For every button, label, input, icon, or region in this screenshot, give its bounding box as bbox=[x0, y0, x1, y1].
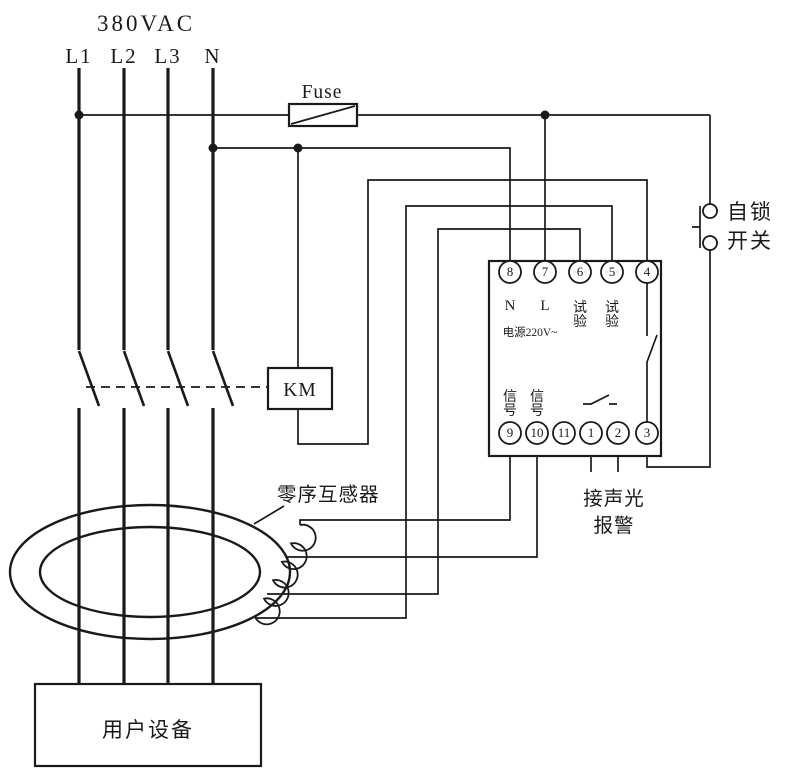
terminal-5-circle bbox=[600, 260, 624, 284]
relay-power-spec-label: 电源220V~ bbox=[503, 325, 558, 339]
terminal-7-label-l: L bbox=[540, 298, 549, 314]
terminal-5-label-test: 试验 bbox=[605, 300, 619, 330]
terminal5-test-wire bbox=[255, 205, 613, 619]
phase-label-n: N bbox=[204, 44, 221, 68]
terminal-2-number: 2 bbox=[615, 425, 622, 440]
terminal-3: 3 bbox=[635, 421, 659, 445]
alarm-label-line1: 接声光 bbox=[583, 488, 645, 510]
terminal-1-number: 1 bbox=[588, 425, 595, 440]
terminal10-signal-wire bbox=[287, 444, 538, 558]
latch-switch-actuator bbox=[692, 206, 701, 248]
terminal-10-circle bbox=[525, 421, 549, 445]
terminal-7-number: 7 bbox=[542, 264, 549, 279]
relay-box bbox=[487, 259, 663, 458]
terminal-9-circle bbox=[498, 421, 522, 445]
ct-outer-ring bbox=[8, 503, 292, 641]
terminal-2-circle bbox=[606, 421, 630, 445]
phase-label-l2: L2 bbox=[110, 44, 137, 68]
relay-signal-contact bbox=[583, 394, 617, 405]
terminal-2: 2 bbox=[606, 421, 630, 445]
terminal-1-circle bbox=[579, 421, 603, 445]
terminal-6: 6 bbox=[568, 260, 592, 284]
latch-switch-label-line1: 自锁 bbox=[727, 200, 773, 224]
junction-dot-km-branch bbox=[293, 143, 303, 153]
terminal6-test-wire bbox=[267, 228, 581, 595]
junction-dot-neutral bbox=[208, 143, 218, 153]
terminal-5-number: 5 bbox=[609, 264, 616, 279]
terminal-6-label-test: 试验 bbox=[573, 300, 587, 330]
alarm-label-line2: 报警 bbox=[593, 515, 634, 537]
ct-winding-coil bbox=[254, 523, 317, 626]
terminal-9-number: 9 bbox=[507, 425, 514, 440]
latch-switch-label-line2: 开关 bbox=[727, 229, 773, 253]
ct-label-pointer-line bbox=[253, 505, 285, 525]
fuse-label: Fuse bbox=[302, 82, 343, 103]
breaker-blade-l2 bbox=[122, 350, 146, 407]
contactor-label: KM bbox=[283, 380, 316, 401]
voltage-label: 380VAC bbox=[97, 11, 195, 36]
km-coil-to-terminal4-wire bbox=[297, 179, 648, 445]
junction-dot-l1-fuse bbox=[74, 110, 84, 120]
terminal-3-number: 3 bbox=[644, 425, 651, 440]
latch-switch-contact-bottom bbox=[702, 235, 718, 251]
ct-label: 零序互感器 bbox=[277, 484, 380, 506]
terminal-6-number: 6 bbox=[577, 264, 584, 279]
terminal-11: 11 bbox=[552, 421, 576, 445]
terminal9-signal-wire bbox=[299, 444, 511, 525]
terminal-4-circle bbox=[635, 260, 659, 284]
terminal-7: 7 bbox=[533, 260, 557, 284]
fuse-diagonal bbox=[290, 105, 356, 125]
relay-contact-4-3 bbox=[646, 283, 658, 422]
breaker-blade-l3 bbox=[166, 350, 190, 407]
terminal-9-label-signal: 信号 bbox=[503, 389, 517, 419]
neutral-to-terminal8-wire bbox=[213, 147, 511, 261]
phase-label-l1: L1 bbox=[65, 44, 92, 68]
terminal-5: 5 bbox=[600, 260, 624, 284]
terminal-1: 1 bbox=[579, 421, 603, 445]
terminal-3-circle bbox=[635, 421, 659, 445]
terminal-10-number: 10 bbox=[531, 425, 544, 440]
terminal-8-number: 8 bbox=[507, 264, 514, 279]
latch-switch-contact-top bbox=[702, 203, 718, 219]
terminal-4-number: 4 bbox=[644, 264, 651, 279]
junction-dot-live-branch bbox=[540, 110, 550, 120]
terminal-7-circle bbox=[533, 260, 557, 284]
breaker-blade-n bbox=[211, 350, 235, 407]
terminal-9: 9 bbox=[498, 421, 522, 445]
load-box bbox=[33, 682, 263, 768]
phase-label-l3: L3 bbox=[154, 44, 181, 68]
contactor-box bbox=[266, 366, 334, 411]
terminal-4: 4 bbox=[635, 260, 659, 284]
ct-inner-ring bbox=[38, 525, 262, 619]
terminal-8: 8 bbox=[498, 260, 522, 284]
terminal-11-number: 11 bbox=[558, 425, 571, 440]
terminal-6-circle bbox=[568, 260, 592, 284]
terminal-8-circle bbox=[498, 260, 522, 284]
terminal-11-circle bbox=[552, 421, 576, 445]
load-label: 用户设备 bbox=[102, 718, 194, 742]
terminal-10-label-signal: 信号 bbox=[530, 389, 544, 419]
breaker-blade-l1 bbox=[77, 350, 101, 407]
terminal-8-label-n: N bbox=[505, 298, 516, 314]
terminal-10: 10 bbox=[525, 421, 549, 445]
